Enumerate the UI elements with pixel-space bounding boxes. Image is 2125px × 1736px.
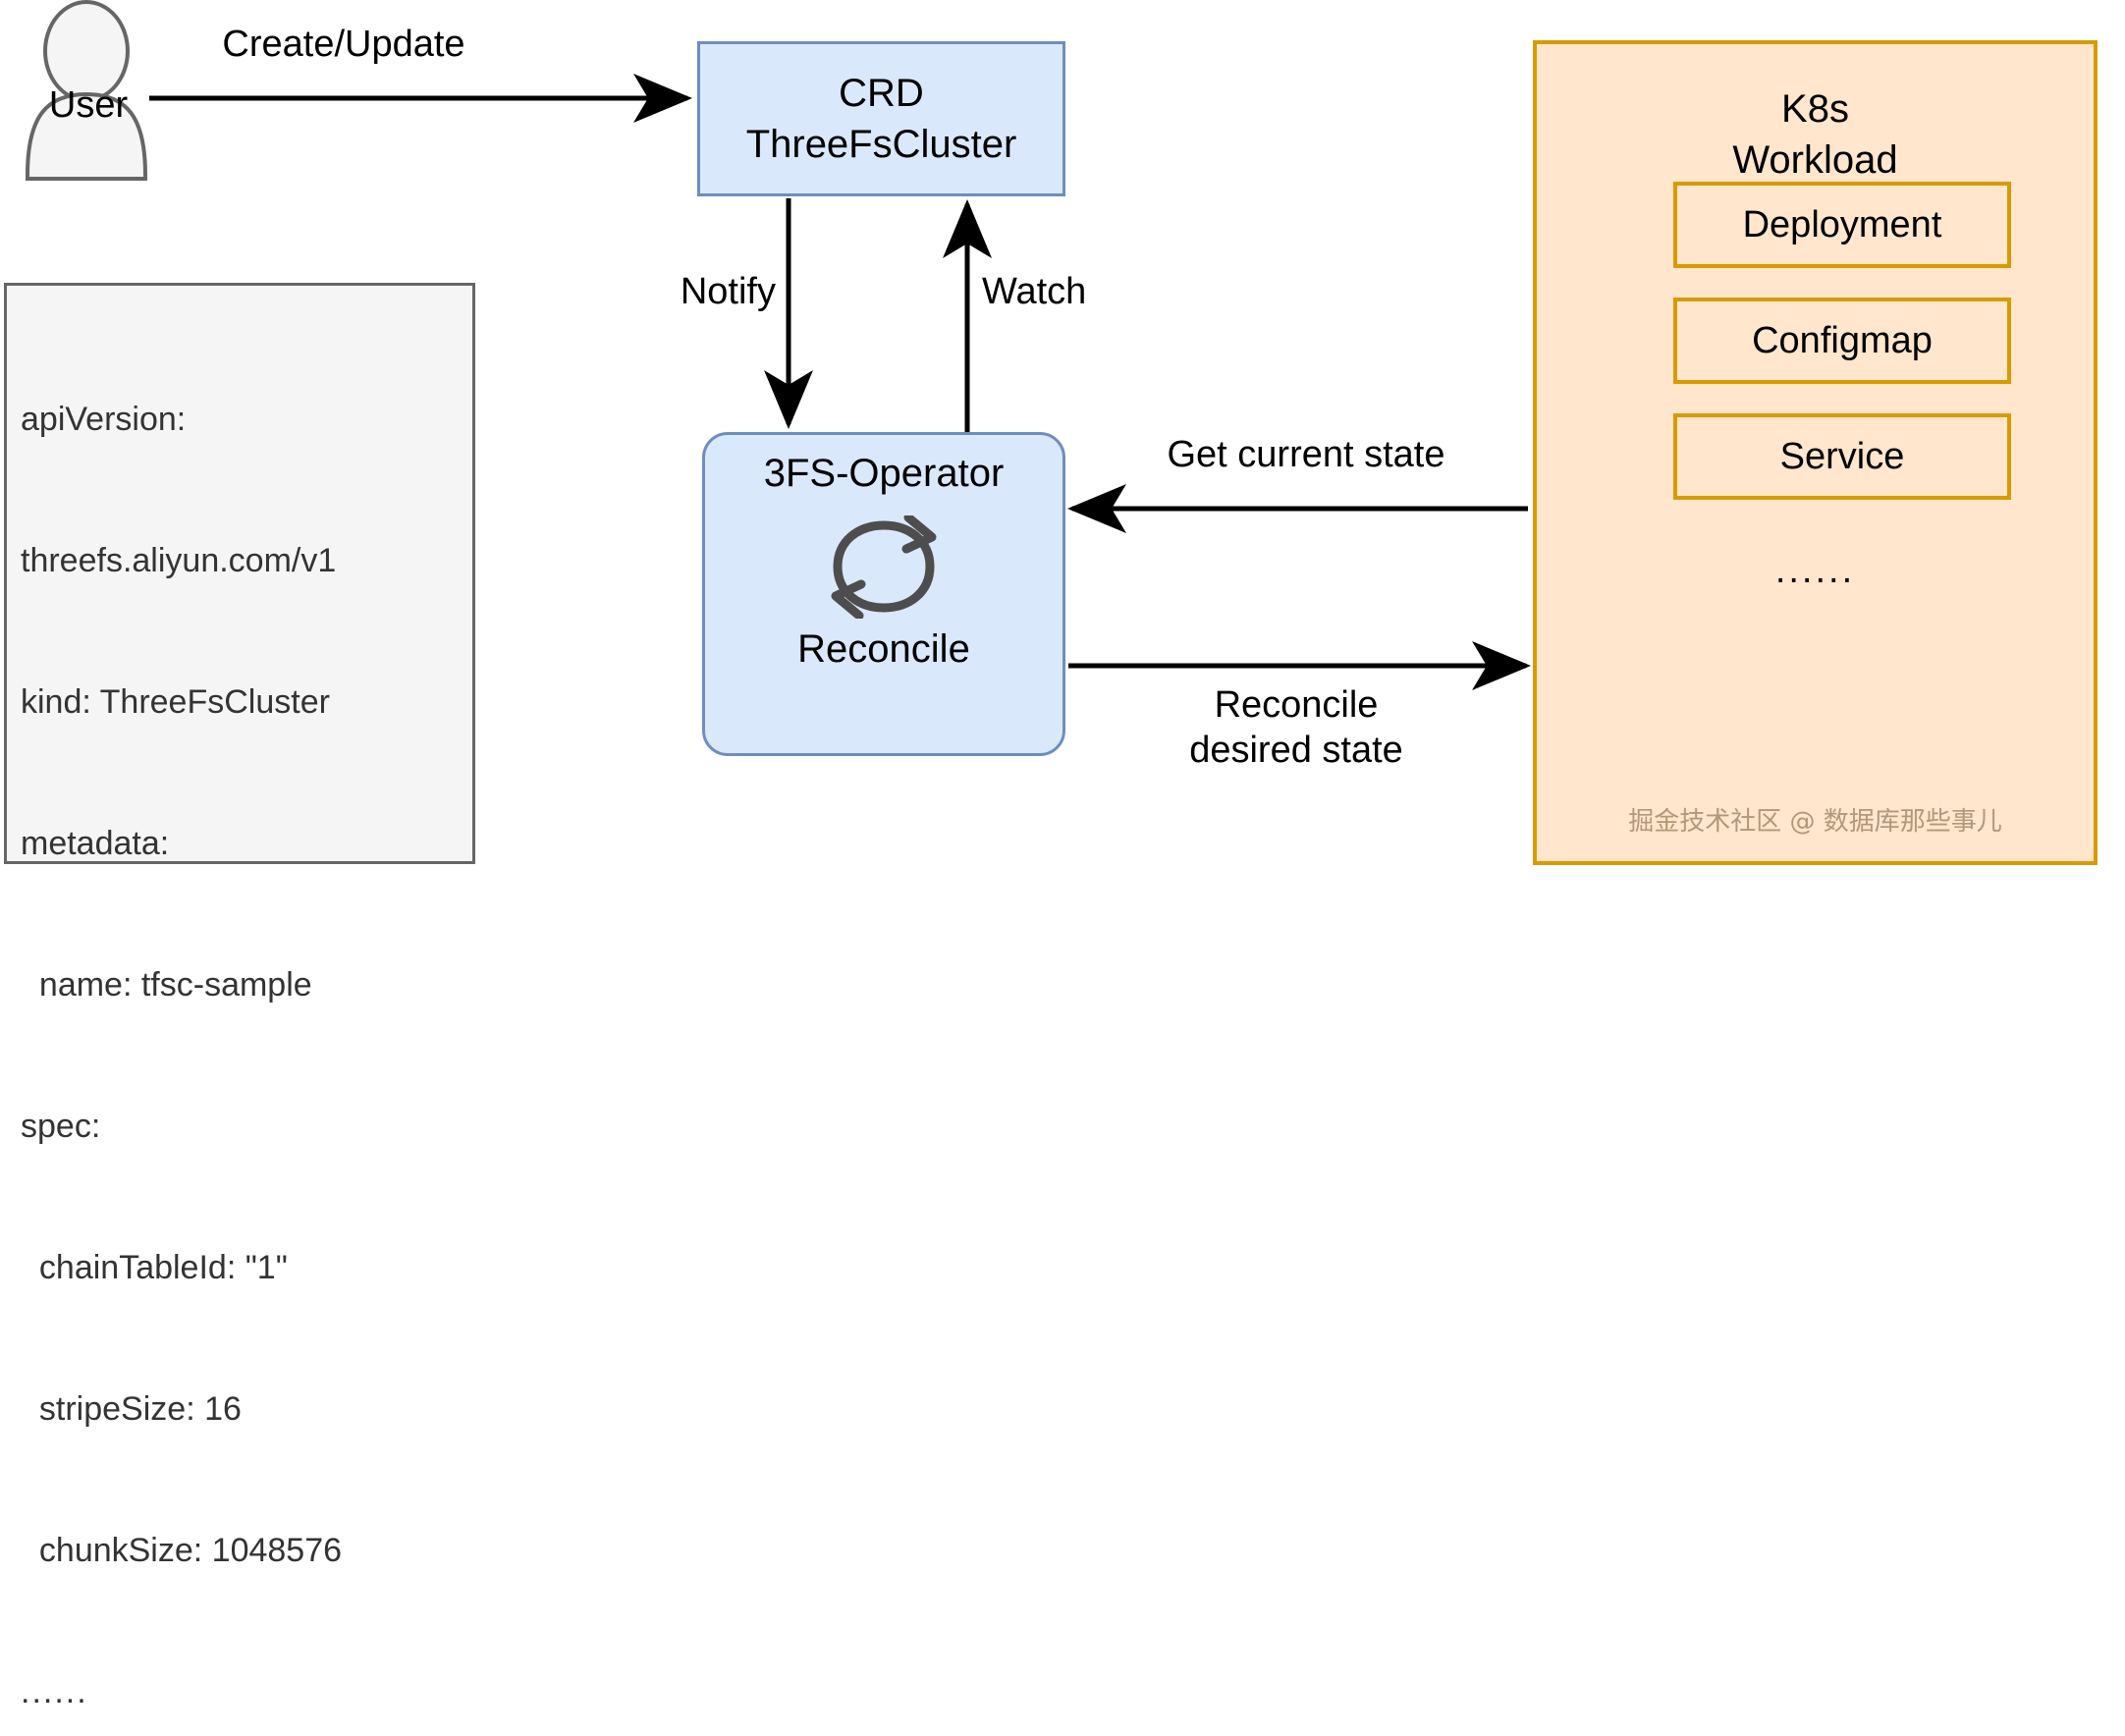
yaml-line: metadata: <box>21 825 170 862</box>
k8s-item-deployment[interactable]: Deployment <box>1673 182 2011 268</box>
edge-label-create-update: Create/Update <box>222 24 465 65</box>
yaml-line: threefs.aliyun.com/v1 <box>21 542 337 579</box>
operator-subtitle: Reconcile <box>797 627 970 671</box>
diagram-canvas: User apiVersion: threefs.aliyun.com/v1 k… <box>4 0 2098 1710</box>
operator-node[interactable]: 3FS-Operator Reconcile <box>702 432 1065 756</box>
k8s-workload-title: K8s Workload <box>1537 83 2094 186</box>
crd-yaml-text: apiVersion: threefs.aliyun.com/v1 kind: … <box>21 301 464 1736</box>
yaml-line: stripeSize: 16 <box>21 1390 242 1428</box>
crd-node-label: CRD ThreeFsCluster <box>746 68 1017 170</box>
crd-node[interactable]: CRD ThreeFsCluster <box>697 41 1065 196</box>
crd-yaml-panel: apiVersion: threefs.aliyun.com/v1 kind: … <box>4 283 475 1710</box>
k8s-title-line-2: Workload <box>1732 138 1898 182</box>
crd-line-1: CRD <box>839 72 924 115</box>
operator-title: 3FS-Operator <box>763 452 1005 495</box>
edge-label-reconcile-desired-state: Reconcile desired state <box>1189 684 1403 771</box>
connectors-layer <box>26 0 1531 690</box>
reconcile-loop-icon <box>831 515 937 619</box>
yaml-ellipsis: ...... <box>21 1673 88 1710</box>
edge-label-watch: Watch <box>982 271 1087 312</box>
yaml-line: spec: <box>21 1108 101 1145</box>
yaml-line: name: tfsc-sample <box>21 966 312 1004</box>
edge-label-get-current-state: Get current state <box>1167 434 1445 475</box>
yaml-line: apiVersion: <box>21 401 187 438</box>
k8s-title-line-1: K8s <box>1781 87 1849 131</box>
edge-label-notify: Notify <box>680 271 776 312</box>
yaml-line: chainTableId: "1" <box>21 1249 288 1286</box>
k8s-item-configmap[interactable]: Configmap <box>1673 298 2011 384</box>
user-actor-icon <box>26 0 147 181</box>
yaml-line: kind: ThreeFsCluster <box>21 683 330 721</box>
yaml-line: chunkSize: 1048576 <box>21 1532 343 1569</box>
k8s-items-ellipsis: ...... <box>1774 550 1856 591</box>
watermark: 掘金技术社区 @ 数据库那些事儿 <box>1628 807 2002 837</box>
actor-label: User <box>48 84 129 126</box>
k8s-workload-panel[interactable]: K8s Workload Deployment Configmap Servic… <box>1533 40 2098 865</box>
k8s-item-service[interactable]: Service <box>1673 413 2011 500</box>
crd-line-2: ThreeFsCluster <box>745 123 1017 166</box>
